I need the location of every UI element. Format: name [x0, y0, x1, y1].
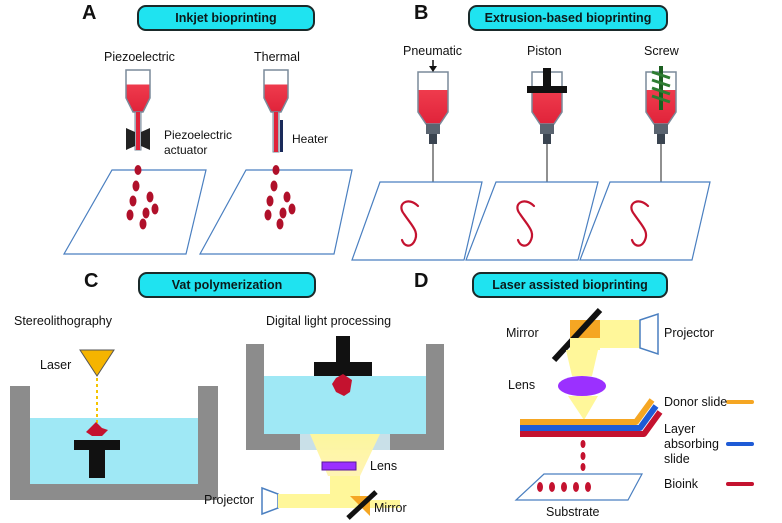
- lab-focused-beam: [568, 396, 598, 420]
- inkjet-thermal-syringe: [263, 69, 289, 153]
- laser-triangle-icon: [79, 349, 115, 377]
- legend-label-absorbing-1: Layer: [664, 422, 696, 436]
- label-thermal: Thermal: [254, 50, 300, 64]
- panel-title-laser: Laser assisted bioprinting: [472, 272, 668, 298]
- label-mirror-d: Mirror: [506, 326, 539, 340]
- label-lens-d: Lens: [508, 378, 536, 392]
- inkjet-piezo-syringe: [125, 69, 151, 151]
- label-pneumatic: Pneumatic: [403, 44, 463, 58]
- syringe-icon: [417, 60, 449, 182]
- projector-icon: [261, 486, 330, 516]
- mirror-icon: [346, 490, 378, 520]
- label-lens-c: Lens: [370, 459, 398, 473]
- piston-icon: [527, 68, 567, 182]
- stereolithography-vat: [10, 386, 218, 500]
- label-stereolithography: Stereolithography: [14, 314, 112, 328]
- lab-mirror: [551, 307, 603, 363]
- dlp-platform: [314, 336, 372, 396]
- label-piezoelectric: Piezoelectric: [104, 50, 175, 64]
- legend-label-absorbing-3: slide: [664, 452, 690, 466]
- lab-lens: [558, 376, 606, 396]
- label-heater: Heater: [292, 132, 329, 146]
- lab-legend-swatches: [726, 400, 754, 486]
- label-mirror-c: Mirror: [374, 501, 407, 515]
- legend-label-bioink: Bioink: [664, 477, 699, 491]
- droplet-icon: [126, 165, 159, 230]
- label-digital-light-processing: Digital light processing: [266, 314, 392, 328]
- inkjet-thermal-plate: [198, 169, 353, 255]
- label-projector-c: Projector: [204, 493, 255, 507]
- panel-letter-c: C: [84, 270, 99, 292]
- inkjet-piezo-plate: [62, 169, 207, 255]
- panel-title-vat: Vat polymerization: [138, 272, 316, 298]
- label-projector-d: Projector: [664, 326, 715, 340]
- droplet-icon: [580, 440, 586, 471]
- lab-projector-beam: [566, 312, 659, 376]
- lens-icon: [321, 461, 357, 471]
- panel-letter-b: B: [414, 2, 429, 24]
- extrusion-plates: [351, 181, 711, 261]
- legend-label-donor-slide: Donor slide: [664, 395, 728, 409]
- droplet-icon: [264, 165, 296, 230]
- extruded-filaments: [400, 200, 650, 247]
- panel-letter-a: A: [82, 2, 97, 24]
- panel-title-inkjet: Inkjet bioprinting: [137, 5, 315, 31]
- label-piezo-actuator-line2: actuator: [164, 143, 208, 157]
- label-piston: Piston: [527, 44, 562, 58]
- panel-letter-d: D: [414, 270, 429, 292]
- lab-substrate: [514, 473, 644, 501]
- label-screw: Screw: [644, 44, 679, 58]
- legend-label-absorbing-2: absorbing: [664, 437, 719, 451]
- sla-platform: [74, 422, 120, 478]
- panel-title-extrusion: Extrusion-based bioprinting: [468, 5, 668, 31]
- lab-slides: [520, 398, 663, 437]
- label-piezo-actuator-line1: Piezoelectric: [164, 128, 233, 142]
- label-laser: Laser: [40, 358, 72, 372]
- label-substrate: Substrate: [546, 505, 600, 519]
- screw-icon: [645, 66, 677, 182]
